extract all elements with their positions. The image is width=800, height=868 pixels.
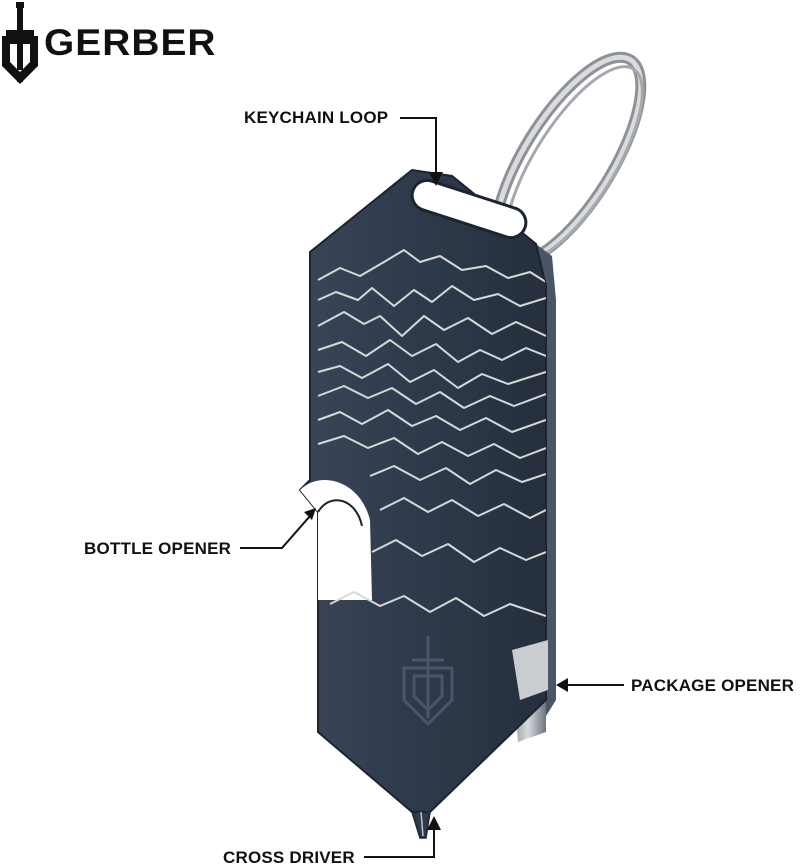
bottle-opener-leader	[240, 515, 311, 549]
callout-package-opener: PACKAGE OPENER	[631, 676, 795, 695]
cross-driver-arrow	[427, 816, 441, 830]
bottle-opener-arrow	[304, 508, 316, 520]
multi-tool-body	[298, 168, 556, 839]
package-opener-arrow	[556, 678, 568, 692]
gerber-shield-sword-icon	[402, 636, 454, 727]
keychain-loop-leader	[400, 117, 437, 176]
keychain-loop-arrow	[429, 172, 443, 186]
gerber-shield-sword-icon	[2, 2, 38, 84]
brand-name: GERBER	[44, 22, 217, 63]
callout-lines	[240, 117, 624, 858]
mountain-engraving	[317, 249, 546, 617]
cross-driver-leader	[364, 826, 435, 858]
callout-bottle-opener: BOTTLE OPENER	[84, 539, 232, 558]
callout-keychain-loop: KEYCHAIN LOOP	[244, 108, 389, 127]
callout-cross-driver: CROSS DRIVER	[223, 848, 355, 867]
